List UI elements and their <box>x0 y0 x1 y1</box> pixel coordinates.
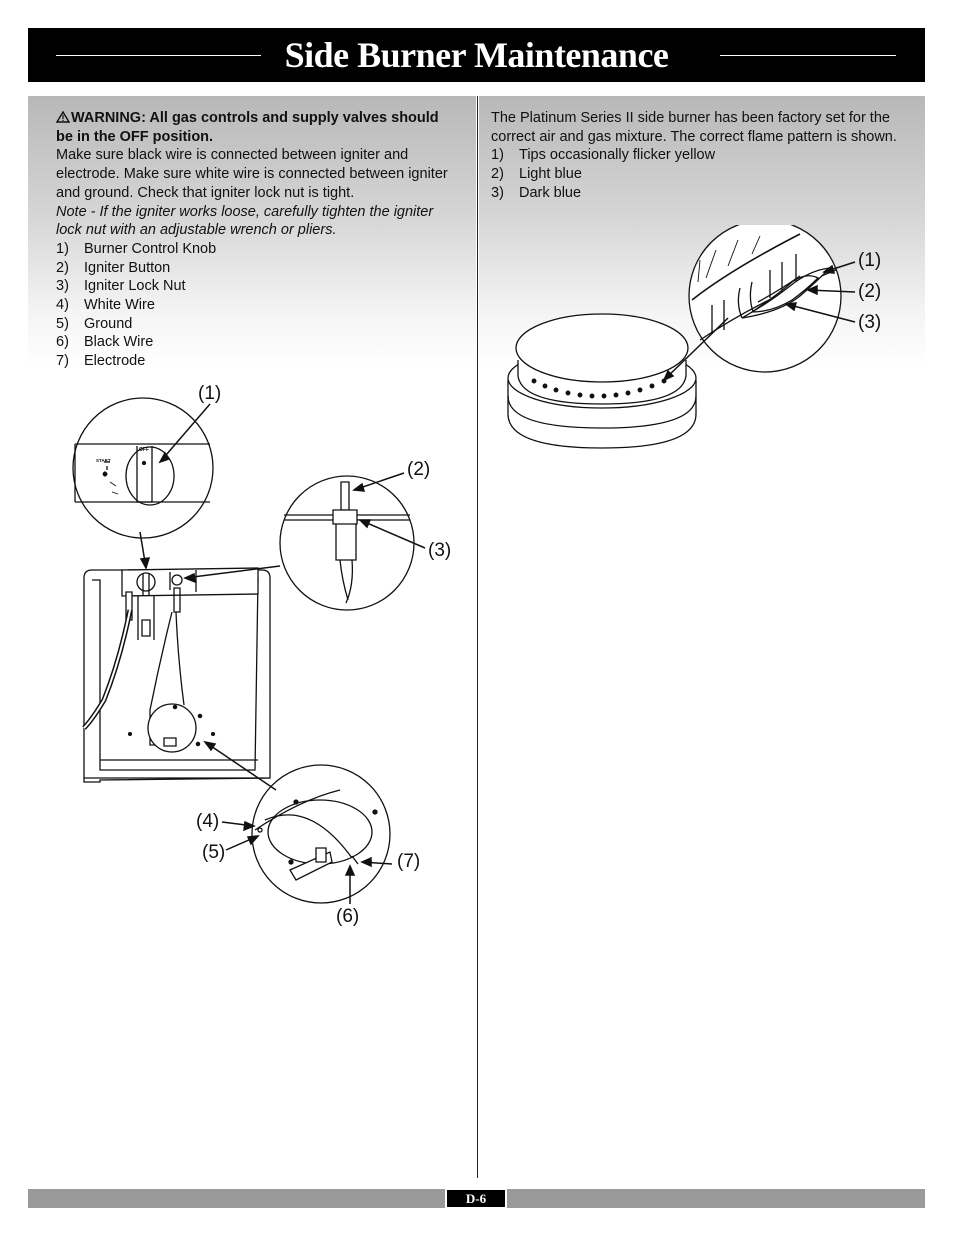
list-item: 3)Dark blue <box>491 184 582 201</box>
page-title: Side Burner Maintenance <box>284 35 669 75</box>
flame-callout-1: (1) <box>858 250 882 271</box>
flame-callout-2: (2) <box>858 281 882 302</box>
callout-3: (3) <box>428 540 452 561</box>
header-rule-left <box>56 55 261 56</box>
list-item: 1)Tips occasionally flicker yellow <box>491 147 716 164</box>
list-item: 2)Light blue <box>491 166 582 183</box>
warning-triangle-icon <box>55 110 71 123</box>
flame-intro-text: The Platinum Series II side burner has b… <box>491 110 897 145</box>
page-footer: D-6 <box>28 1188 925 1209</box>
parts-list: 1)Burner Control Knob 2)Igniter Button 3… <box>56 240 456 371</box>
flame-pattern-diagram <box>507 225 856 449</box>
flame-list: 1)Tips occasionally flicker yellow 2)Lig… <box>491 146 911 202</box>
callout-7: (7) <box>397 851 421 872</box>
column-divider <box>477 96 478 1178</box>
callout-1: (1) <box>198 383 222 404</box>
warning-text: WARNING: All gas controls and supply val… <box>55 110 439 145</box>
flame-callout-3: (3) <box>858 312 882 333</box>
callout-6: (6) <box>336 906 360 927</box>
list-item: 4)White Wire <box>56 297 155 314</box>
callout-4: (4) <box>196 811 220 832</box>
note-text: Note - If the igniter works loose, caref… <box>56 203 434 239</box>
list-item: 6)Black Wire <box>56 334 154 351</box>
list-item: 1)Burner Control Knob <box>56 240 217 257</box>
left-gradient-panel <box>28 96 476 366</box>
side-burner-diagram <box>72 397 426 904</box>
callout-2: (2) <box>407 459 431 480</box>
header-rule-right <box>720 55 896 56</box>
page-number: D-6 <box>447 1190 505 1207</box>
panel-off-label: OFF <box>139 447 149 453</box>
instructions-text: Make sure black wire is connected betwee… <box>56 147 448 201</box>
callout-5: (5) <box>202 842 226 863</box>
panel-start-label: START <box>96 458 111 463</box>
list-item: 5)Ground <box>56 315 133 332</box>
left-column: WARNING: All gas controls and supply val… <box>55 109 456 371</box>
page-number-box: D-6 <box>445 1188 507 1209</box>
list-item: 7)Electrode <box>56 353 146 370</box>
page-header: Side Burner Maintenance <box>28 28 925 82</box>
list-item: 3)Igniter Lock Nut <box>56 278 186 295</box>
right-column: The Platinum Series II side burner has b… <box>491 109 911 203</box>
list-item: 2)Igniter Button <box>56 259 171 276</box>
